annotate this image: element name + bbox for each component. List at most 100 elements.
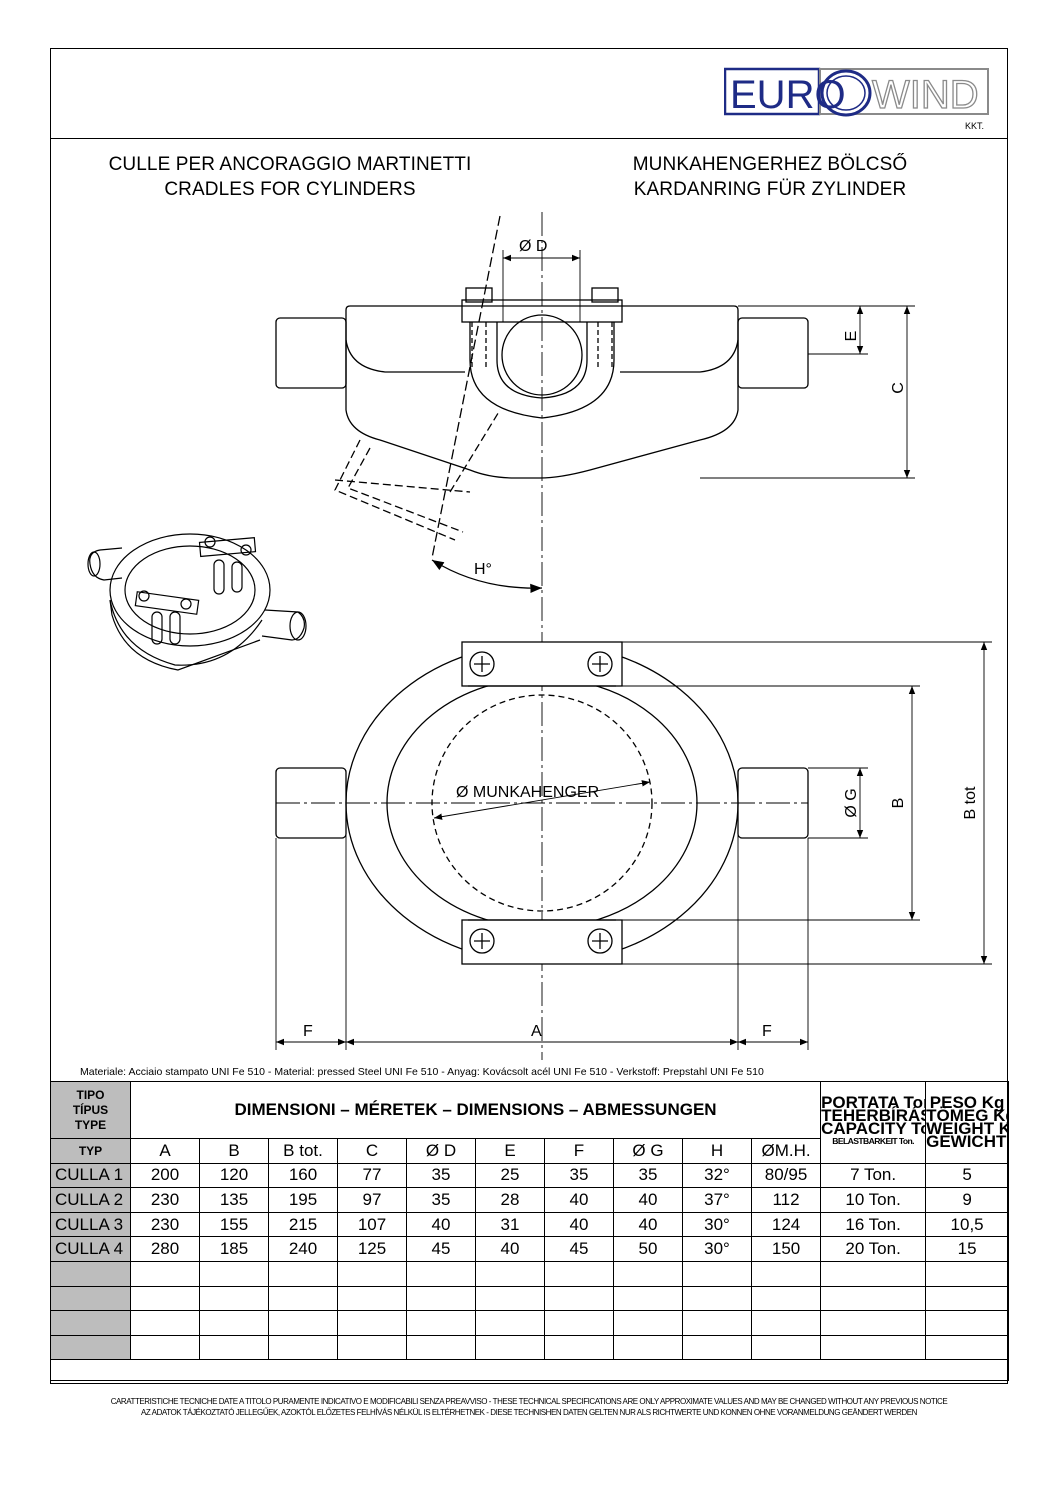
label-b: B xyxy=(890,798,907,809)
label-b-tot: B tot xyxy=(962,786,979,819)
empty-cell xyxy=(820,1285,927,1312)
row-weight: 10,5 xyxy=(925,1211,1010,1238)
row-capacity: 20 Ton. xyxy=(820,1236,927,1262)
empty-cell xyxy=(268,1260,338,1287)
empty-cell xyxy=(925,1260,1010,1287)
table-row-empty xyxy=(50,1334,1010,1361)
col-header-a: A xyxy=(130,1138,200,1164)
empty-cell xyxy=(925,1310,1010,1336)
empty-cell xyxy=(475,1285,545,1312)
empty-cell xyxy=(682,1310,752,1336)
title-hungarian: MUNKAHENGERHEZ BÖLCSŐ xyxy=(632,154,908,175)
row-value: 120 xyxy=(199,1162,269,1189)
col-header-f: F xyxy=(544,1138,614,1164)
title-right: MUNKAHENGERHEZ BÖLCSŐ KARDANRING FÜR ZYL… xyxy=(600,152,940,202)
row-value: 30° xyxy=(682,1236,752,1262)
row-value: 107 xyxy=(337,1211,407,1238)
empty-cell xyxy=(475,1334,545,1361)
capacity-header-en: CAPACITY Ton. xyxy=(821,1119,925,1139)
bolt-2 xyxy=(587,651,613,677)
side-view xyxy=(275,212,915,1060)
row-value: 37° xyxy=(682,1187,752,1213)
capacity-header-de: BELASTBARKEIT Ton. xyxy=(832,1136,914,1147)
row-weight: 5 xyxy=(925,1162,1010,1189)
bolt-1 xyxy=(469,651,495,677)
label-a: A xyxy=(531,1023,542,1040)
empty-cell xyxy=(750,1260,822,1287)
type-header: TIPO TÍPUS TYPE xyxy=(50,1081,131,1139)
col-header-b: B xyxy=(199,1138,269,1164)
empty-cell xyxy=(406,1285,476,1312)
empty-cell xyxy=(337,1334,407,1361)
logo-text-euro: EURO xyxy=(730,73,846,117)
type-header-it: TIPO xyxy=(76,1087,105,1102)
row-value: 230 xyxy=(130,1211,200,1238)
empty-type-cell xyxy=(50,1334,131,1361)
empty-cell xyxy=(268,1310,338,1336)
row-value: 28 xyxy=(475,1187,545,1213)
empty-cell xyxy=(544,1334,614,1361)
empty-cell xyxy=(544,1285,614,1312)
empty-cell xyxy=(475,1260,545,1287)
empty-cell xyxy=(682,1285,752,1312)
col-header-c: C xyxy=(337,1138,407,1164)
empty-cell xyxy=(268,1285,338,1312)
spacer-cell xyxy=(49,1359,1010,1382)
bolt-4 xyxy=(587,928,613,954)
row-value: 77 xyxy=(337,1162,407,1189)
row-value: 45 xyxy=(406,1236,476,1262)
row-capacity: 10 Ton. xyxy=(820,1187,927,1213)
side-pin-left xyxy=(275,317,347,389)
table-row-empty xyxy=(50,1310,1010,1336)
empty-cell xyxy=(199,1285,269,1312)
footer-line-1: CARATTERISTICHE TECNICHE DATE A TITOLO P… xyxy=(110,1397,948,1406)
empty-cell xyxy=(613,1285,683,1312)
row-value: 97 xyxy=(337,1187,407,1213)
empty-cell xyxy=(199,1260,269,1287)
title-left: CULLE PER ANCORAGGIO MARTINETTI CRADLES … xyxy=(80,152,500,202)
weight-header-hu: TÖMEG Kg xyxy=(926,1106,1009,1126)
empty-cell xyxy=(820,1334,927,1361)
empty-cell xyxy=(475,1310,545,1336)
empty-cell xyxy=(199,1310,269,1336)
row-value: 40 xyxy=(613,1211,683,1238)
label-diameter-d: Ø D xyxy=(519,238,547,255)
side-pin-right xyxy=(737,317,809,389)
row-value: 50 xyxy=(613,1236,683,1262)
row-value: 40 xyxy=(544,1211,614,1238)
row-type: CULLA 1 xyxy=(50,1162,131,1189)
empty-cell xyxy=(750,1310,822,1336)
col-header-h: H xyxy=(682,1138,752,1164)
empty-type-cell xyxy=(50,1285,131,1312)
type-header-hu: TÍPUS xyxy=(72,1102,109,1117)
empty-cell xyxy=(925,1285,1010,1312)
capacity-header: PORTATA Ton. TEHERBÍRÁS Ton. CAPACITY To… xyxy=(820,1081,927,1164)
label-f-right: F xyxy=(762,1023,772,1040)
footer-line-2: AZ ADATOK TÁJÉKOZTATÓ JELLEGŰEK, AZOKTÓL… xyxy=(141,1408,917,1417)
row-value: 200 xyxy=(130,1162,200,1189)
title-german: KARDANRING FÜR ZYLINDER xyxy=(633,179,907,200)
empty-type-cell xyxy=(50,1260,131,1287)
title-english: CRADLES FOR CYLINDERS xyxy=(164,179,416,200)
empty-cell xyxy=(337,1260,407,1287)
label-e: E xyxy=(843,331,860,342)
row-value: 40 xyxy=(475,1236,545,1262)
row-capacity: 7 Ton. xyxy=(820,1162,927,1189)
empty-cell xyxy=(337,1310,407,1336)
row-value: 40 xyxy=(544,1187,614,1213)
empty-cell xyxy=(925,1334,1010,1361)
row-capacity: 16 Ton. xyxy=(820,1211,927,1238)
empty-cell xyxy=(130,1260,200,1287)
weight-header-it: PESO Kg xyxy=(929,1093,1005,1113)
empty-cell xyxy=(820,1310,927,1336)
empty-cell xyxy=(406,1310,476,1336)
material-note: Materiale: Acciaio stampato UNI Fe 510 -… xyxy=(80,1066,764,1078)
row-value: 31 xyxy=(475,1211,545,1238)
empty-cell xyxy=(682,1334,752,1361)
typ-label: TYP xyxy=(50,1138,131,1164)
empty-cell xyxy=(544,1310,614,1336)
table-row-empty xyxy=(50,1285,1010,1312)
